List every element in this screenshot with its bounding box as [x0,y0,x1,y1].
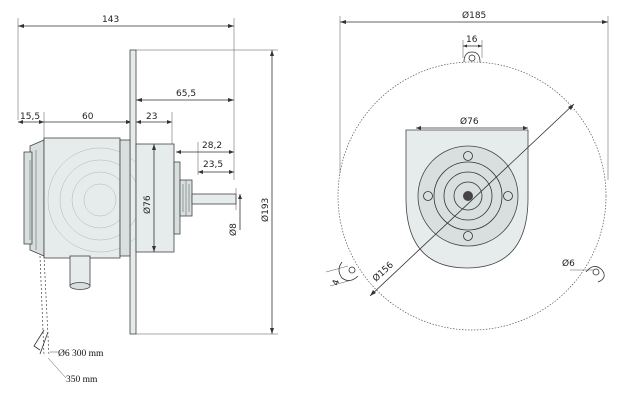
mount-hole-3 [463,151,473,161]
plate-tab-right [585,266,605,283]
cable-wires [33,255,50,357]
mount-hole-1 [423,191,433,201]
dim-hole-diameter: Ø6 [562,258,575,269]
mount-hole-2 [503,191,513,201]
dim-slot-width: 4 [331,278,342,286]
cable-note-350: 350 mm [66,375,98,385]
front-cap [135,143,175,253]
front-collar [119,139,131,257]
mounting-plate-edge [129,49,137,335]
dim-body-length: 60 [82,112,94,122]
dim-tab-width: 16 [466,35,478,45]
front-view: Ø185 16 Ø76 [325,10,609,331]
motor-body [43,137,121,259]
cable-note-300: Ø6 300 mm [58,349,104,359]
dim-overall-length: 143 [102,15,119,25]
dim-left-offset: 15,5 [20,112,40,122]
hole-circle-diagonal [369,103,575,297]
dim-plate-diameter: Ø185 [462,10,486,21]
dim-flange-to-cap: 23 [146,112,157,122]
dim-body-diameter: Ø76 [142,195,153,214]
motor-shaft [191,193,237,205]
plate-tab-left [338,261,359,281]
plate-tab-top [463,51,481,63]
dim-shaft-length-1: 28,2 [202,141,222,151]
dim-flange-to-end: 65,5 [176,89,196,99]
side-view: 143 Ø193 65,5 15,5 60 23 28,2 [17,15,278,385]
dim-shaft-diameter: Ø8 [228,223,239,236]
mount-hole-4 [463,231,473,241]
dim-mount-diameter: Ø76 [460,116,479,127]
cable-gland [69,255,91,287]
dim-plate-height: Ø193 [260,198,271,222]
dim-shaft-length-2: 23,5 [203,160,223,170]
